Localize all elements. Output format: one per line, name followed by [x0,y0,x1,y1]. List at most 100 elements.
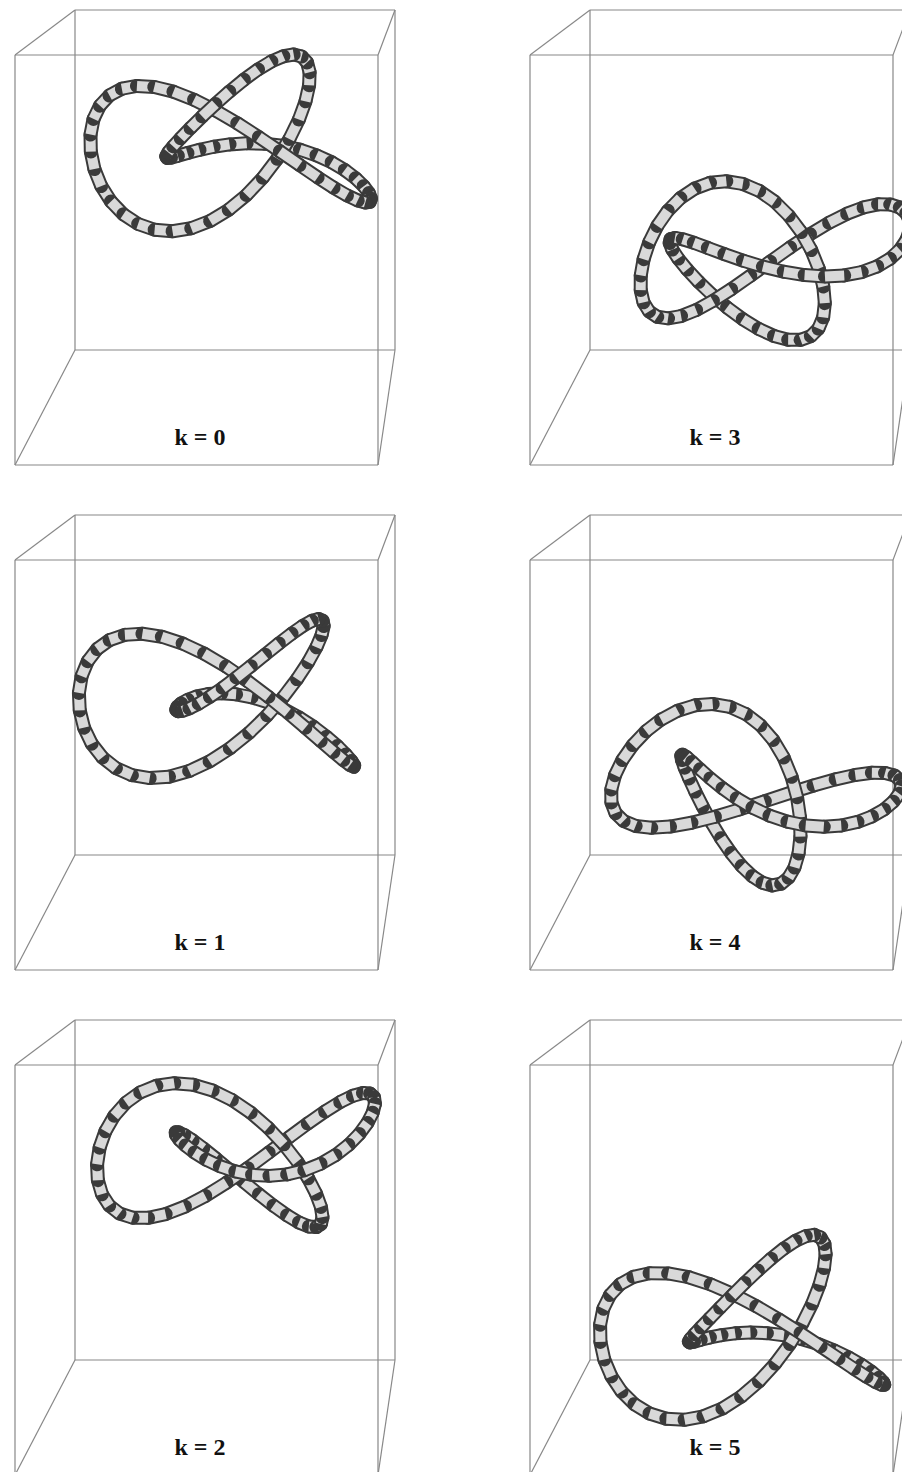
box-edge [893,855,902,970]
panel [15,1020,395,1472]
tube-segment [236,666,250,677]
panel [530,515,902,970]
box-edge [75,1019,395,1020]
tube-segment [280,151,300,165]
panel-label: k = 0 [171,424,228,451]
box-edge [75,349,395,350]
panel [15,515,395,970]
box-edge [529,560,530,970]
box-edge [590,9,902,10]
knot-tube [641,181,902,340]
box-edge [75,9,395,10]
box-edge [74,1020,75,1360]
box-edge [590,854,902,855]
box-edge [529,1065,530,1472]
box-edge [893,515,902,560]
box-edge [377,560,378,970]
box-edge [394,1020,395,1360]
box-edge [15,350,75,465]
knot-tube [97,1083,375,1227]
tube-outline [280,151,300,165]
tube-segment [202,104,215,116]
box-edge [530,10,590,55]
tube-segment [801,1333,821,1346]
box-edge [15,559,378,560]
panel [15,10,395,465]
box-edge [15,54,378,55]
tube-segment [732,1283,745,1296]
box-edge [378,10,395,55]
tube-outline [657,211,667,226]
knot-tube [79,619,354,778]
panel-label: k = 5 [686,1434,743,1461]
panel-label: k = 2 [171,1434,228,1461]
box-edge [15,464,378,465]
box-edge [378,515,395,560]
box-edge [378,350,395,465]
box-edge [590,349,902,350]
box-edge [589,1020,590,1360]
box-edge [530,559,893,560]
box-edge [530,1064,893,1065]
box-edge [394,515,395,855]
tube-outline [236,666,250,677]
box-edge [893,1360,902,1472]
box-edge [589,515,590,855]
panel-label: k = 1 [171,929,228,956]
box-edge [15,969,378,970]
knot-tube [91,55,371,232]
box-edge [530,464,893,465]
box-edge [378,1020,395,1065]
box-edge [530,855,590,970]
box-edge [15,10,75,55]
tube-outline [732,1283,745,1296]
box-edge [589,10,590,350]
knot-tube [600,1235,884,1420]
box-edge [590,514,902,515]
tube-segment [657,211,667,226]
box-edge [378,1360,395,1472]
box-edge [530,969,893,970]
box-edge [14,55,15,465]
box-edge [15,515,75,560]
panel [530,1020,902,1472]
box-edge [530,1360,590,1472]
box-edge [74,10,75,350]
box-edge [15,1064,378,1065]
box-edge [377,1065,378,1472]
box-edge [893,1020,902,1065]
box-edge [14,1065,15,1472]
box-edge [15,1020,75,1065]
tube-segment [806,825,824,826]
tube-outline [202,104,215,116]
tube-outline [661,711,678,720]
knot-tube [611,704,901,885]
panel-label: k = 4 [686,929,743,956]
box-edge [15,1360,75,1472]
box-edge [529,55,530,465]
tube-segment [661,711,678,720]
tube-outline [140,1086,156,1093]
tube-outline [801,1333,821,1346]
box-edge [530,1020,590,1065]
box-edge [75,854,395,855]
box-edge [530,54,893,55]
box-edge [15,855,75,970]
tube-outline [304,1164,320,1171]
box-edge [75,514,395,515]
box-edge [14,560,15,970]
box-edge [75,1359,395,1360]
tube-segment [248,681,269,697]
box-edge [530,350,590,465]
tube-segment [304,1164,320,1171]
box-edge [892,1065,893,1472]
panel-label: k = 3 [686,424,743,451]
box-edge [590,1019,902,1020]
box-edge [378,855,395,970]
box-edge [893,10,902,55]
box-edge [893,350,902,465]
tube-segment [825,275,844,276]
tube-outline [806,825,824,826]
tube-outline [825,275,844,276]
